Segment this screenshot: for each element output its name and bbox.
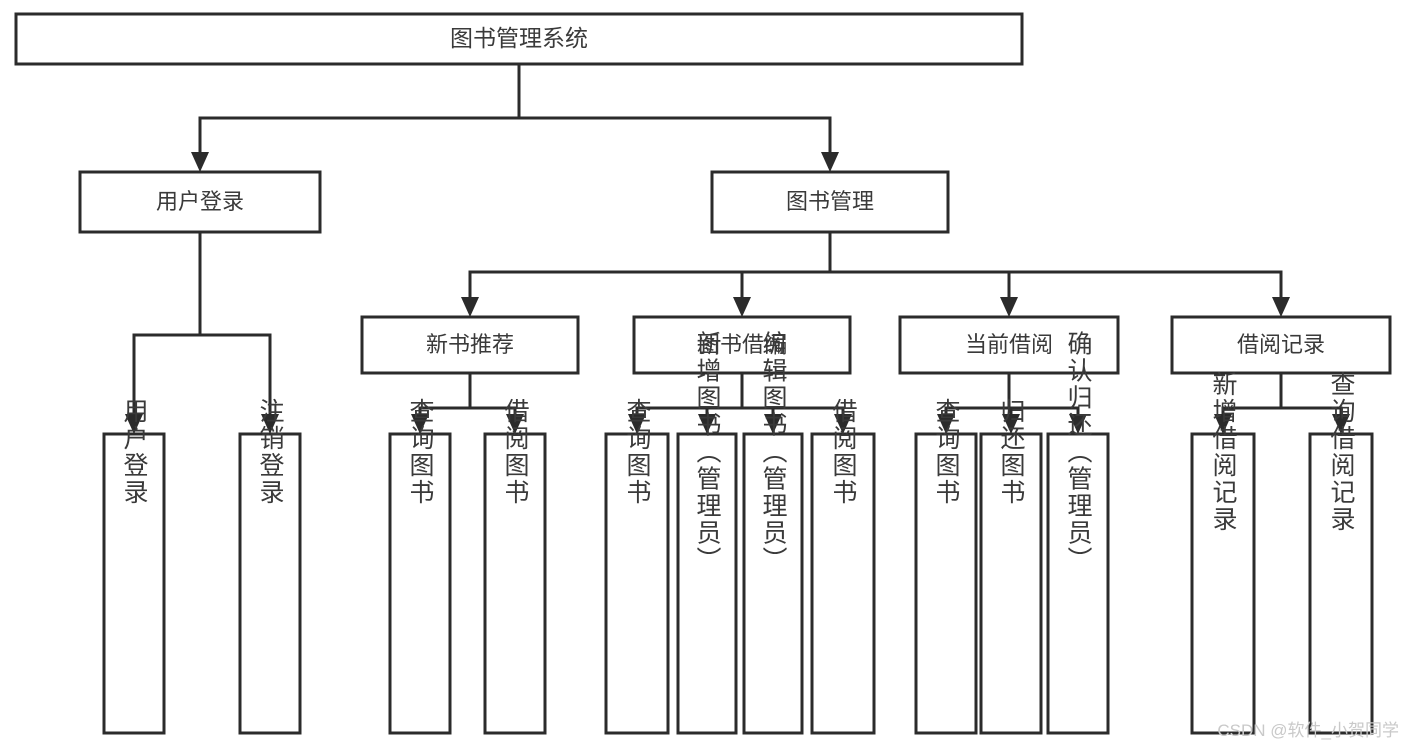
node-user-login[interactable]: 用户登录 <box>78 170 322 234</box>
node-box-current-borrow <box>898 315 1120 375</box>
node-label-leaf-query-book-2: 查询图书 <box>623 398 652 506</box>
conn-current-borrow-arrowhead-1 <box>1002 414 1020 434</box>
node-box-leaf-user-login <box>102 432 166 735</box>
node-box-root <box>14 12 1024 66</box>
node-label-leaf-borrow-book-2: 借阅图书 <box>829 398 858 506</box>
conn-book-borrow-arrowhead-1 <box>698 414 716 434</box>
node-leaf-return-book[interactable]: 归还图书 <box>979 398 1043 735</box>
node-leaf-add-book[interactable]: 新增图书（管理员） <box>676 331 738 735</box>
node-box-leaf-add-book <box>676 432 738 735</box>
node-label-leaf-add-book: 新增图书（管理员） <box>693 331 722 574</box>
conn-book-manage-arrowhead-0 <box>461 297 479 317</box>
node-box-leaf-query-book-3 <box>914 432 978 735</box>
node-leaf-logout[interactable]: 注销登录 <box>238 398 302 735</box>
node-current-borrow[interactable]: 当前借阅 <box>898 315 1120 375</box>
node-leaf-query-book-3[interactable]: 查询图书 <box>914 398 978 735</box>
node-leaf-confirm-return[interactable]: 确认归还（管理员） <box>1046 331 1110 735</box>
conn-root-arrowhead-1 <box>821 152 839 172</box>
node-label-leaf-borrow-book-1: 借阅图书 <box>501 398 530 506</box>
node-new-book-recommend[interactable]: 新书推荐 <box>360 315 580 375</box>
node-box-book-manage <box>710 170 950 234</box>
node-leaf-query-book-2[interactable]: 查询图书 <box>604 398 670 735</box>
node-box-user-login <box>78 170 322 234</box>
node-label-leaf-query-book-1: 查询图书 <box>406 398 435 506</box>
node-leaf-add-record[interactable]: 新增借阅记录 <box>1190 371 1256 735</box>
node-leaf-user-login[interactable]: 用户登录 <box>102 398 166 735</box>
node-box-leaf-logout <box>238 432 302 735</box>
conn-user-login-arrowhead-1 <box>261 414 279 434</box>
node-box-leaf-query-record <box>1308 432 1374 735</box>
node-label-leaf-query-record: 查询借阅记录 <box>1327 371 1356 533</box>
connector-layer <box>125 62 1350 434</box>
conn-borrow-record-arrowhead-0 <box>1214 414 1232 434</box>
conn-current-borrow-arrowhead-0 <box>937 414 955 434</box>
node-label-new-book-recommend: 新书推荐 <box>426 332 514 357</box>
node-label-leaf-user-login: 用户登录 <box>120 398 149 506</box>
node-root[interactable]: 图书管理系统 <box>14 12 1024 66</box>
node-leaf-query-book-1[interactable]: 查询图书 <box>388 398 452 735</box>
node-leaf-borrow-book-1[interactable]: 借阅图书 <box>483 398 547 735</box>
conn-root-arrowhead-0 <box>191 152 209 172</box>
node-leaf-edit-book[interactable]: 编辑图书（管理员） <box>742 331 804 735</box>
node-label-leaf-logout: 注销登录 <box>256 398 285 506</box>
conn-book-borrow-arrowhead-3 <box>834 414 852 434</box>
conn-book-borrow-arrowhead-2 <box>764 414 782 434</box>
node-book-manage[interactable]: 图书管理 <box>710 170 950 234</box>
conn-user-login-arrowhead-0 <box>125 414 143 434</box>
node-box-leaf-borrow-book-1 <box>483 432 547 735</box>
node-box-leaf-add-record <box>1190 432 1256 735</box>
node-box-leaf-confirm-return <box>1046 432 1110 735</box>
node-borrow-record[interactable]: 借阅记录 <box>1170 315 1392 375</box>
node-label-user-login: 用户登录 <box>156 189 244 214</box>
conn-borrow-record-arrowhead-1 <box>1332 414 1350 434</box>
node-box-new-book-recommend <box>360 315 580 375</box>
conn-book-manage-arrowhead-3 <box>1272 297 1290 317</box>
node-label-book-manage: 图书管理 <box>786 189 874 214</box>
conn-current-borrow-arrowhead-2 <box>1069 414 1087 434</box>
watermark-text: CSDN @软件_小贺同学 <box>1217 721 1399 740</box>
node-box-leaf-query-book-2 <box>604 432 670 735</box>
node-book-borrow[interactable]: 图书借阅 <box>632 315 852 375</box>
conn-new-book-recommend-arrowhead-0 <box>411 414 429 434</box>
conn-book-manage-arrowhead-1 <box>733 297 751 317</box>
conn-book-borrow-arrowhead-0 <box>628 414 646 434</box>
node-label-leaf-add-record: 新增借阅记录 <box>1209 371 1238 533</box>
conn-new-book-recommend-arrowhead-1 <box>506 414 524 434</box>
node-box-book-borrow <box>632 315 852 375</box>
node-label-current-borrow: 当前借阅 <box>965 332 1053 357</box>
node-label-leaf-query-book-3: 查询图书 <box>932 398 961 506</box>
node-label-leaf-edit-book: 编辑图书（管理员） <box>759 331 788 574</box>
node-box-leaf-query-book-1 <box>388 432 452 735</box>
node-box-leaf-edit-book <box>742 432 804 735</box>
node-label-leaf-return-book: 归还图书 <box>997 398 1026 506</box>
node-layer: 图书管理系统用户登录图书管理新书推荐图书借阅当前借阅借阅记录用户登录注销登录查询… <box>14 12 1392 735</box>
node-box-leaf-return-book <box>979 432 1043 735</box>
node-label-root: 图书管理系统 <box>450 25 588 51</box>
node-label-leaf-confirm-return: 确认归还（管理员） <box>1064 331 1093 574</box>
node-box-leaf-borrow-book-2 <box>810 432 876 735</box>
conn-book-manage-arrowhead-2 <box>1000 297 1018 317</box>
node-leaf-query-record[interactable]: 查询借阅记录 <box>1308 371 1374 735</box>
node-label-book-borrow: 图书借阅 <box>698 332 786 357</box>
node-box-borrow-record <box>1170 315 1392 375</box>
node-label-borrow-record: 借阅记录 <box>1237 332 1325 357</box>
node-leaf-borrow-book-2[interactable]: 借阅图书 <box>810 398 876 735</box>
